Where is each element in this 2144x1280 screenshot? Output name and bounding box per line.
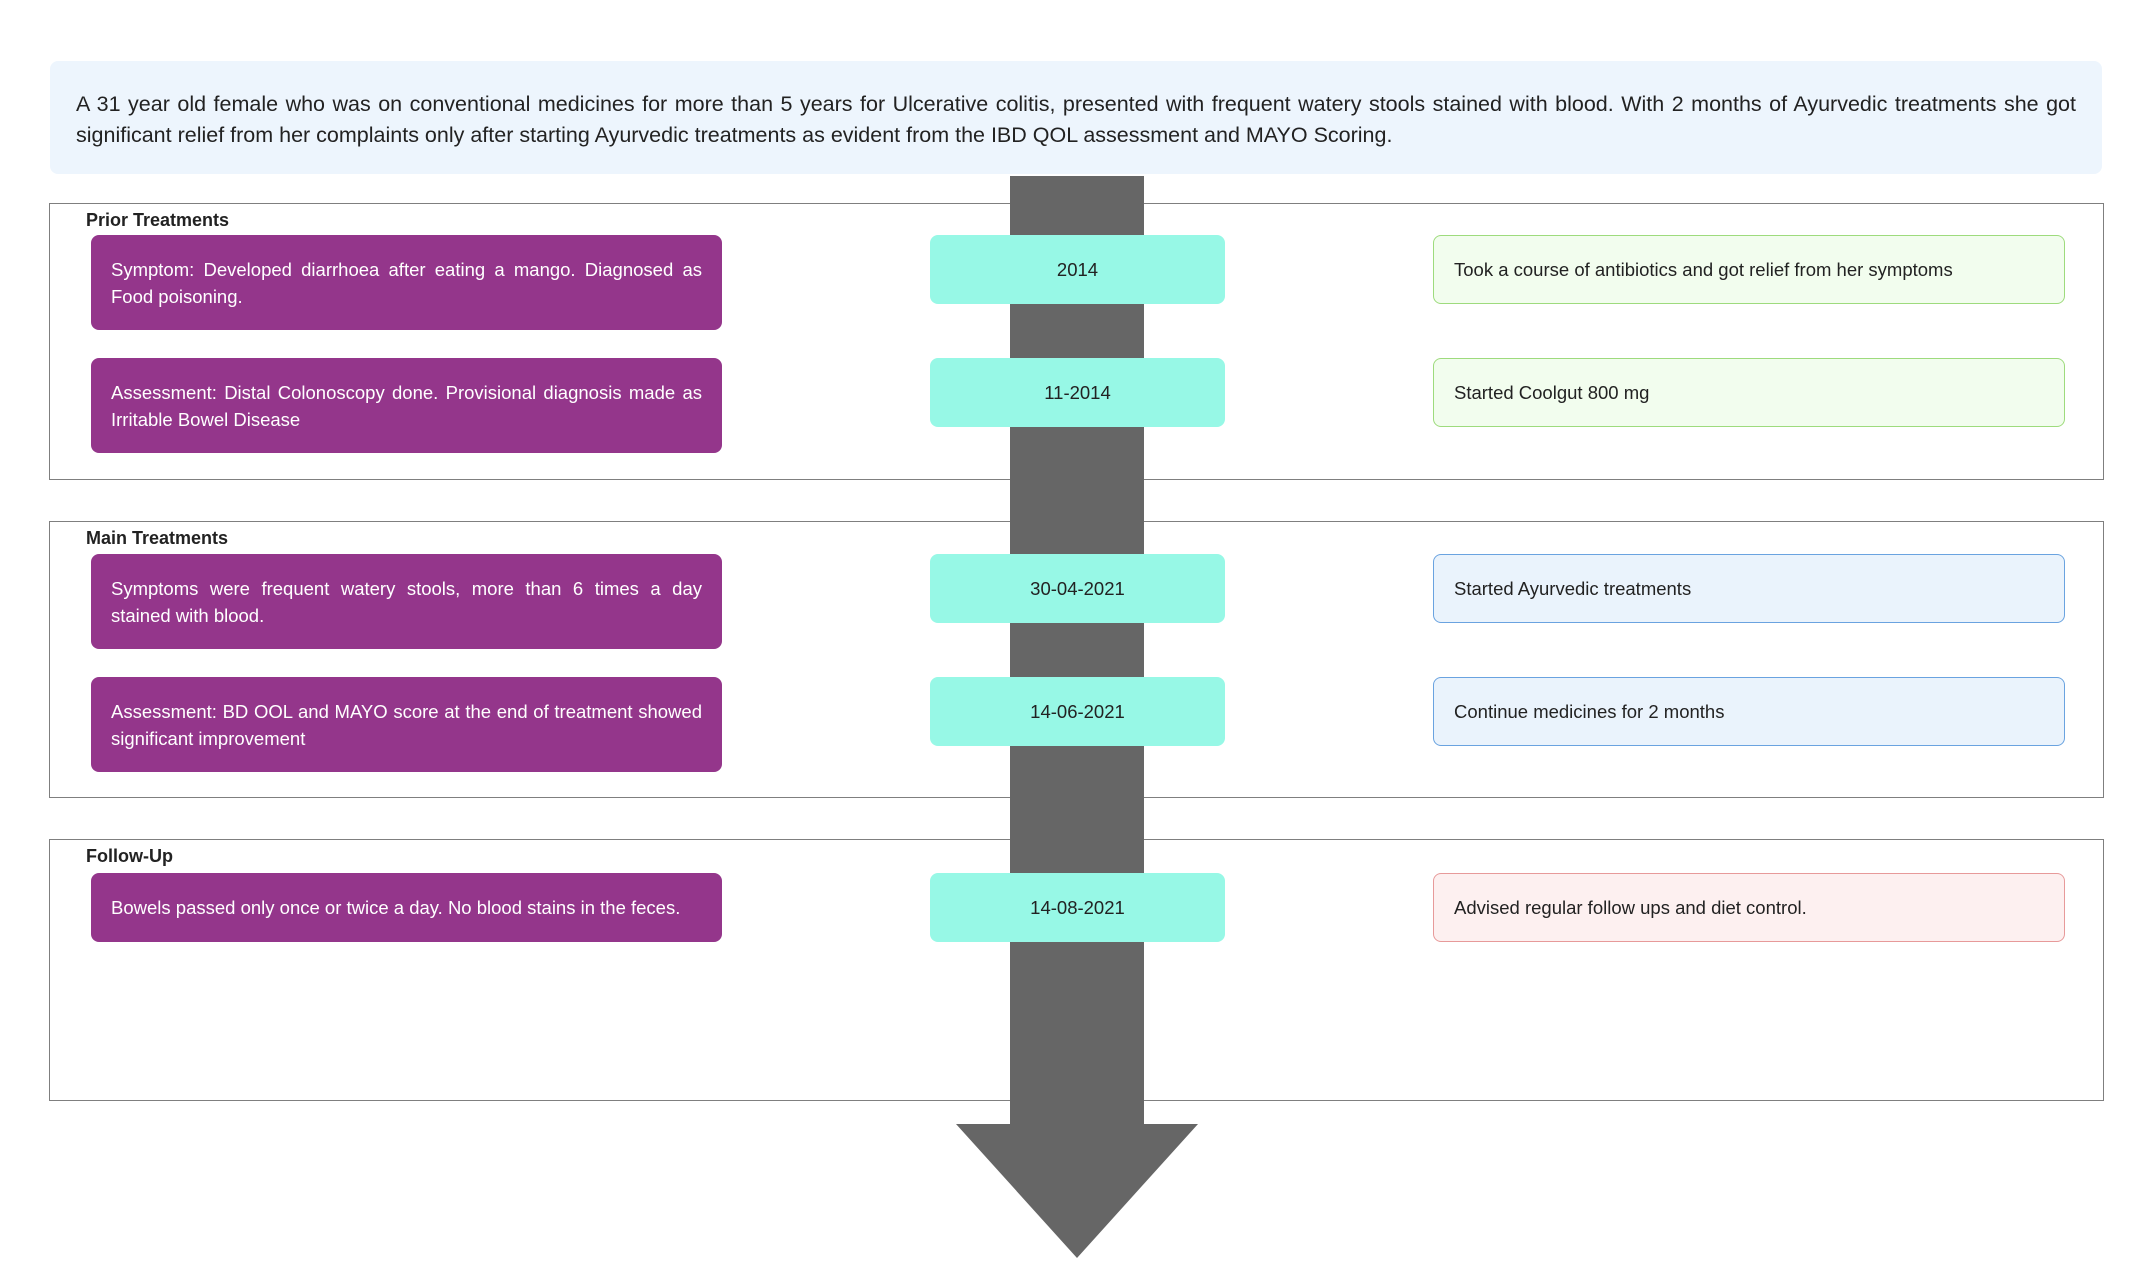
event-treatment-box: Started Coolgut 800 mg <box>1433 358 2065 427</box>
event-treatment-box: Advised regular follow ups and diet cont… <box>1433 873 2065 942</box>
event-description-box: Assessment: Distal Colonoscopy done. Pro… <box>91 358 722 453</box>
event-date-box: 14-08-2021 <box>930 873 1225 942</box>
event-treatment-box: Took a course of antibiotics and got rel… <box>1433 235 2065 304</box>
event-treatment-box: Started Ayurvedic treatments <box>1433 554 2065 623</box>
event-description-box: Symptom: Developed diarrhoea after eatin… <box>91 235 722 330</box>
event-description-box: Assessment: BD OOL and MAYO score at the… <box>91 677 722 772</box>
section-title-follow-up: Follow-Up <box>86 846 173 866</box>
event-date-box: 14-06-2021 <box>930 677 1225 746</box>
event-date-box: 2014 <box>930 235 1225 304</box>
event-description-box: Bowels passed only once or twice a day. … <box>91 873 722 942</box>
event-treatment-box: Continue medicines for 2 months <box>1433 677 2065 746</box>
event-date-box: 30-04-2021 <box>930 554 1225 623</box>
event-description-text: Bowels passed only once or twice a day. … <box>111 897 681 918</box>
timeline-arrow-shaft <box>1010 176 1144 1124</box>
event-description-text: Symptoms were frequent watery stools, mo… <box>111 577 702 626</box>
event-description-text: Assessment: Distal Colonoscopy done. Pro… <box>111 381 702 430</box>
section-title-main-treatments: Main Treatments <box>86 528 229 548</box>
down-arrow-icon <box>956 1124 1198 1258</box>
case-summary: A 31 year old female who was on conventi… <box>50 61 2102 174</box>
event-description-text: Assessment: BD OOL and MAYO score at the… <box>111 700 702 749</box>
event-description-box: Symptoms were frequent watery stools, mo… <box>91 554 722 649</box>
event-date-box: 11-2014 <box>930 358 1225 427</box>
section-title-prior-treatments: Prior Treatments <box>86 210 230 230</box>
event-description-text: Symptom: Developed diarrhoea after eatin… <box>111 258 702 307</box>
